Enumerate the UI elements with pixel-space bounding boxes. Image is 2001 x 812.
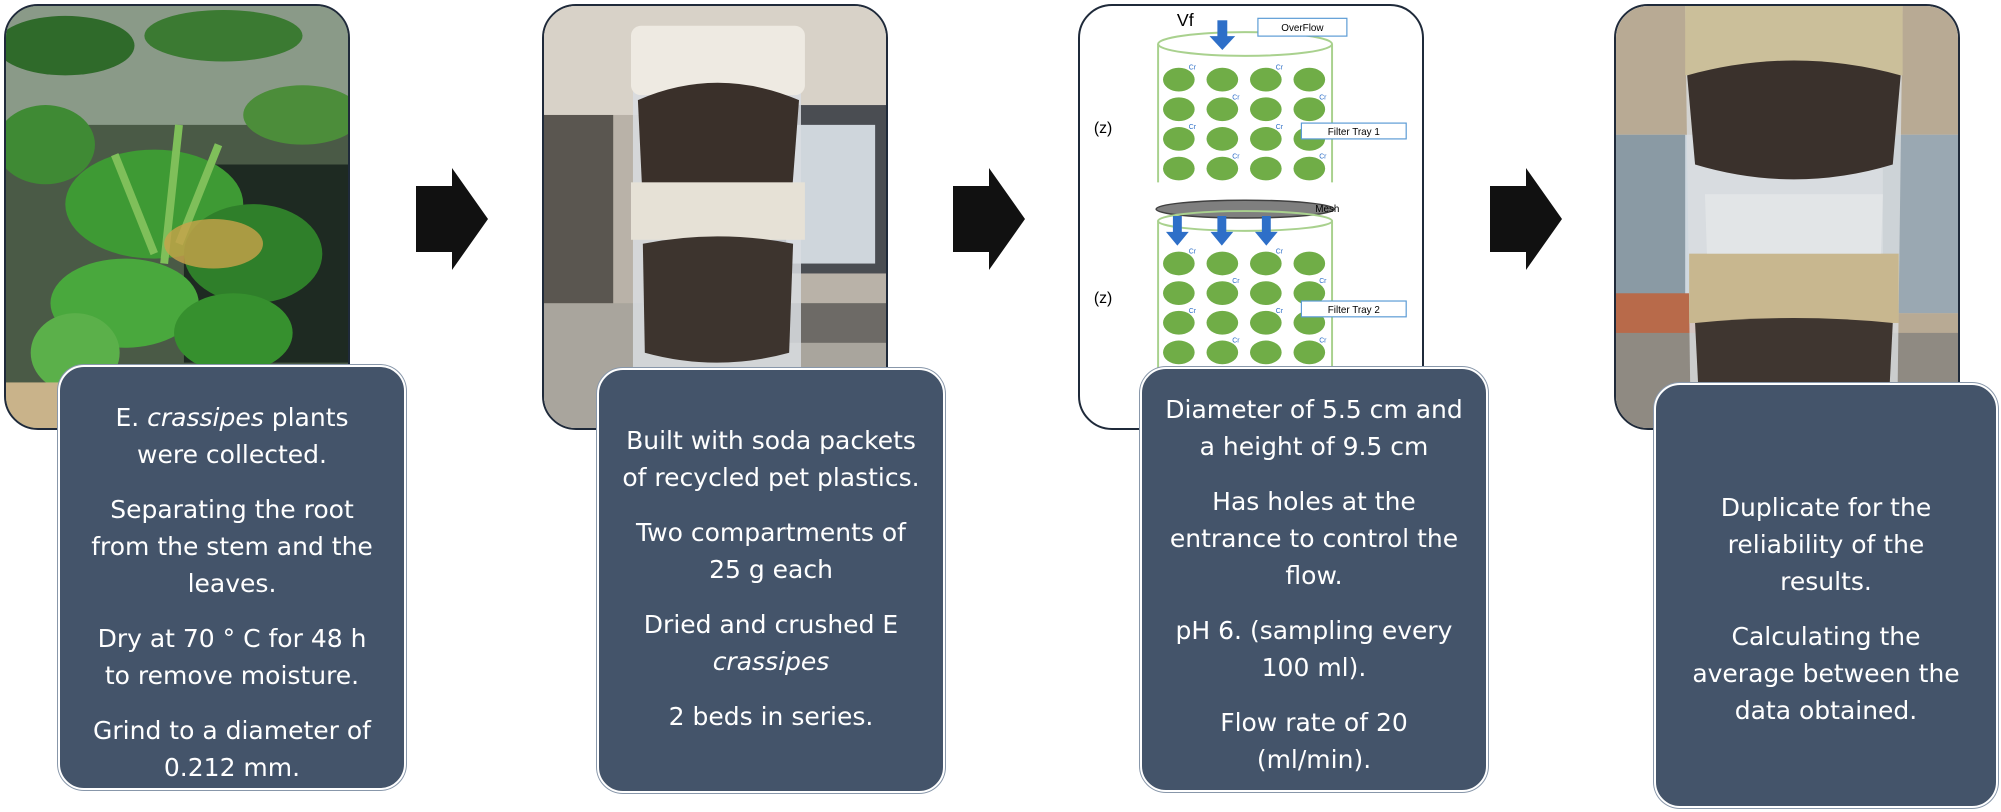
adsorbent-pellet xyxy=(1250,127,1282,151)
adsorbent-pellet xyxy=(1163,251,1195,276)
filter-tray-2-label: Filter Tray 2 xyxy=(1328,305,1380,316)
step-1-card: E. crassipes plants were collected. Sepa… xyxy=(58,365,406,790)
overflow-label: OverFlow xyxy=(1281,23,1324,34)
step-arrow-icon xyxy=(953,168,1025,270)
step-3-line-4: Flow rate of 20 (ml/min). xyxy=(1220,708,1408,774)
step-3-line-3: pH 6. (sampling every 100 ml). xyxy=(1175,616,1453,682)
adsorbent-pellet xyxy=(1163,127,1195,151)
adsorbent-pellet xyxy=(1250,97,1282,122)
vf-label: Vf xyxy=(1177,10,1194,30)
chromium-particle-label: Cr xyxy=(1189,65,1197,72)
adsorbent-pellet xyxy=(1206,97,1239,122)
chromium-particle-label: Cr xyxy=(1232,154,1240,161)
adsorbent-pellet xyxy=(1163,281,1195,305)
step-3-card: Diameter of 5.5 cm and a height of 9.5 c… xyxy=(1140,367,1488,792)
flow-arrow-icon xyxy=(1210,216,1234,246)
adsorbent-pellet xyxy=(1293,251,1326,276)
chromium-particle-label: Cr xyxy=(1319,154,1327,161)
adsorbent-pellet xyxy=(1163,97,1195,122)
adsorbent-pellet xyxy=(1250,251,1282,276)
z-label-top: (z) xyxy=(1094,120,1112,137)
adsorbent-pellet xyxy=(1293,281,1326,305)
z-label-bottom: (z) xyxy=(1094,290,1112,307)
step-1-line-4: Grind to a diameter of 0.212 mm. xyxy=(93,716,371,782)
chromium-particle-label: Cr xyxy=(1232,278,1240,285)
bottle-photo xyxy=(542,4,888,430)
adsorbent-pellet xyxy=(1206,251,1239,276)
water-hyacinth-plant-photo xyxy=(6,6,348,428)
chromium-particle-label: Cr xyxy=(1319,94,1327,101)
adsorbent-pellet xyxy=(1206,156,1239,181)
step-2-line-1: Built with soda packets of recycled pet … xyxy=(622,426,920,492)
chromium-particle-label: Cr xyxy=(1232,94,1240,101)
chromium-particle-label: Cr xyxy=(1319,278,1327,285)
adsorbent-pellet xyxy=(1250,156,1282,181)
adsorbent-pellet xyxy=(1206,340,1239,365)
step-4-line-2: Calculating the average between the data… xyxy=(1692,622,1960,725)
adsorbent-pellet xyxy=(1163,340,1195,365)
step-2-line-2: Two compartments of 25 g each xyxy=(636,518,906,584)
adsorbent-pellet xyxy=(1293,97,1326,122)
bottle-filter-column-photo xyxy=(544,6,886,428)
adsorbent-pellet xyxy=(1250,310,1282,335)
adsorbent-pellet xyxy=(1206,67,1239,92)
inflow-arrow-icon xyxy=(1209,20,1236,50)
adsorbent-pellet xyxy=(1163,67,1195,92)
bottle-filter-duplicate-photo xyxy=(1616,6,1958,428)
mesh-disc xyxy=(1155,199,1335,219)
adsorbent-pellet xyxy=(1250,340,1282,365)
step-4-card: Duplicate for the reliability of the res… xyxy=(1654,383,1998,808)
adsorbent-pellet xyxy=(1163,310,1195,335)
adsorbent-pellet xyxy=(1293,156,1326,181)
step-1-line-3: Dry at 70 ° C for 48 h to remove moistur… xyxy=(97,624,367,690)
chromium-particle-label: Cr xyxy=(1276,249,1284,256)
flow-arrow-icon xyxy=(1254,216,1278,246)
adsorbent-pellet xyxy=(1206,310,1239,335)
chromium-particle-label: Cr xyxy=(1189,308,1197,315)
adsorbent-pellet xyxy=(1250,67,1282,92)
chromium-particle-label: Cr xyxy=(1276,124,1284,131)
step-4-line-1: Duplicate for the reliability of the res… xyxy=(1720,493,1932,596)
step-2-line-4: 2 beds in series. xyxy=(668,702,874,731)
adsorbent-pellet xyxy=(1293,67,1326,92)
mesh-label: Mesh xyxy=(1315,204,1339,215)
filter-tray-1-label: Filter Tray 1 xyxy=(1328,127,1381,138)
adsorbent-pellet xyxy=(1206,127,1239,151)
step-arrow-icon xyxy=(416,168,488,270)
flow-arrow-icon xyxy=(1165,216,1189,246)
step-3-line-2: Has holes at the entrance to control the… xyxy=(1169,487,1459,590)
chromium-particle-label: Cr xyxy=(1232,338,1240,345)
chromium-particle-label: Cr xyxy=(1276,308,1284,315)
adsorbent-pellet xyxy=(1293,340,1326,365)
plant-photo xyxy=(4,4,350,430)
step-arrow-icon xyxy=(1490,168,1562,270)
adsorbent-pellet xyxy=(1163,156,1195,181)
step-2-line-3: Dried and crushed E crassipes xyxy=(643,610,899,676)
step-1-line-2: Separating the root from the stem and th… xyxy=(91,495,373,598)
step-3-line-1: Diameter of 5.5 cm and a height of 9.5 c… xyxy=(1165,395,1463,461)
chromium-particle-label: Cr xyxy=(1276,65,1284,72)
duplicate-bottle-photo xyxy=(1614,4,1960,430)
step-2-card: Built with soda packets of recycled pet … xyxy=(597,368,945,793)
chromium-particle-label: Cr xyxy=(1189,124,1197,131)
adsorbent-pellet xyxy=(1250,281,1282,305)
step-1-line-1: E. crassipes plants were collected. xyxy=(115,403,349,469)
adsorbent-pellet xyxy=(1206,281,1239,305)
chromium-particle-label: Cr xyxy=(1319,338,1327,345)
chromium-particle-label: Cr xyxy=(1189,249,1197,256)
